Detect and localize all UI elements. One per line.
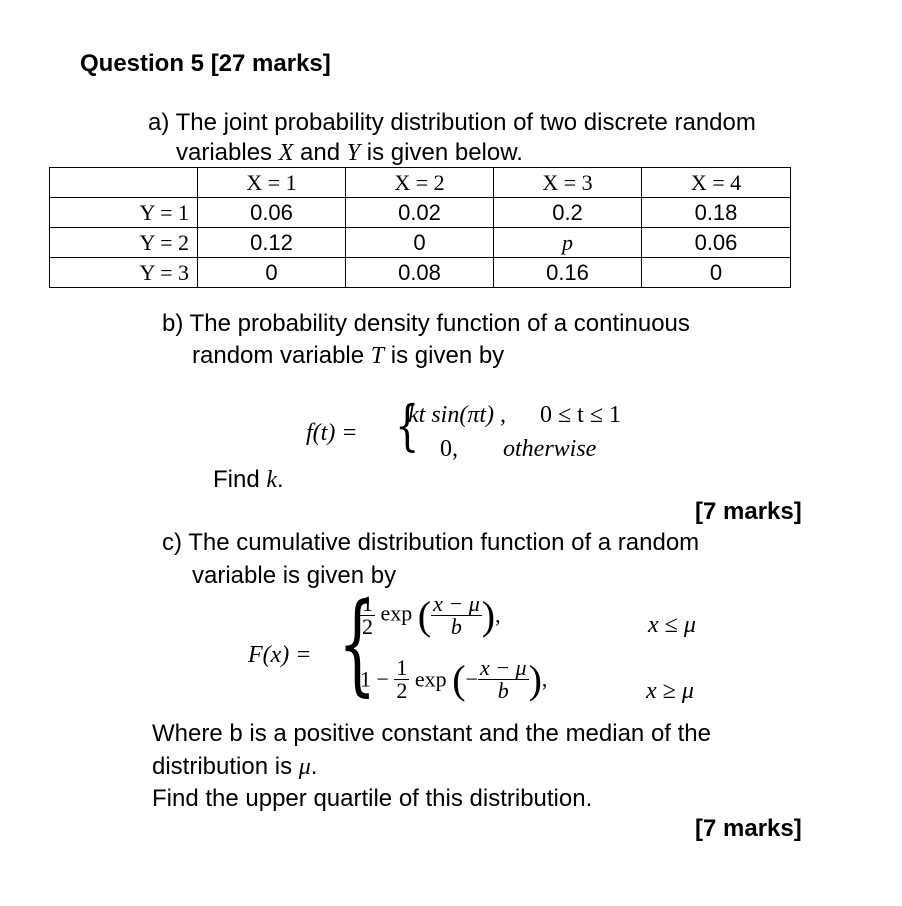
part-b-marks: [7 marks] (695, 498, 802, 525)
pdf-case1-cond: 0 ≤ t ≤ 1 (540, 402, 622, 428)
half-fraction-2: 1 2 (394, 655, 410, 703)
table-cell: 0.06 (197, 197, 346, 228)
table-row: Y = 3 0 0.08 0.16 0 (49, 257, 791, 288)
cdf-lhs: F(x) = (248, 642, 312, 668)
cdf-cond1: x ≤ μ (648, 612, 696, 638)
paren-close-2: ) (528, 657, 542, 702)
exponent-num-2: x − μ (477, 655, 529, 680)
one-minus: 1 − (360, 666, 389, 692)
half-num-2: 1 (394, 655, 410, 680)
neg-sign: − (465, 666, 478, 692)
table-row: Y = 2 0.12 0 p 0.06 (49, 227, 791, 258)
var-t: T (370, 343, 385, 369)
table-cell: 0.18 (641, 197, 791, 228)
table-header-cell: X = 2 (345, 167, 494, 198)
comma: , (495, 602, 501, 628)
table-cell: 0 (345, 227, 494, 258)
find-k-pre: Find (213, 466, 267, 493)
paren-open: ( (417, 593, 432, 638)
table-cell: p (493, 227, 642, 258)
var-mu: μ (298, 754, 311, 780)
where-line1: Where b is a positive constant and the m… (152, 720, 711, 747)
part-a-line2-mid: and (293, 139, 347, 166)
table-cell: 0.12 (197, 227, 346, 258)
pdf-case1-expr: kt sin(πt) , (408, 402, 507, 428)
where-line2-post: . (310, 753, 318, 780)
var-x: X (278, 140, 294, 166)
cdf-case2: 1 − 1 2 exp (− x − μ b ), (360, 656, 547, 703)
where-line2-pre: distribution is (152, 753, 299, 780)
table-row-label: Y = 3 (49, 257, 198, 288)
var-k: k (266, 467, 278, 493)
where-line2: distribution is μ. (152, 753, 317, 781)
cdf-brace-icon: { (338, 579, 377, 707)
part-a-line1: a) The joint probability distribution of… (148, 109, 756, 136)
joint-distribution-table: X = 1 X = 2 X = 3 X = 4 Y = 1 0.06 0.02 … (49, 167, 791, 288)
table-row-label: Y = 1 (49, 197, 198, 228)
table-header-cell: X = 4 (641, 167, 791, 198)
exponent-fraction: x − μ b (431, 593, 482, 638)
comma-2: , (541, 666, 548, 692)
pdf-lhs: f(t) = (306, 420, 358, 446)
find-k-post: . (277, 466, 284, 493)
part-b-line1: b) The probability density function of a… (162, 310, 690, 337)
table-header-cell: X = 1 (197, 167, 346, 198)
half-num: 1 (360, 591, 375, 616)
table-cell: 0.16 (493, 257, 642, 288)
exponent-num: x − μ (431, 591, 482, 616)
exp-label-2: exp (414, 666, 447, 692)
pdf-case2-cond: otherwise (503, 436, 597, 462)
table-row-label: Y = 2 (49, 227, 198, 258)
table-cell: 0 (641, 257, 791, 288)
var-y: Y (346, 140, 361, 166)
part-b-line2: random variable T is given by (192, 342, 504, 370)
table-cell: 0.2 (493, 197, 642, 228)
part-b-line2-pre: random variable (192, 342, 371, 369)
pdf-case2-expr: 0, (440, 436, 458, 462)
exponent-den: b (450, 614, 462, 639)
part-c-line2: variable is given by (192, 562, 397, 589)
table-cell: 0.08 (345, 257, 494, 288)
table-cell: 0.02 (345, 197, 494, 228)
table-cell: 0 (197, 257, 346, 288)
part-a-line2: variables X and Y is given below. (176, 139, 523, 167)
exponent-den-2: b (497, 678, 509, 703)
paren-open-2: ( (452, 657, 466, 702)
half-den-2: 2 (396, 678, 408, 703)
paren-close: ) (481, 593, 496, 638)
half-fraction: 1 2 (360, 593, 375, 638)
pdf-brace-icon: { (395, 394, 420, 457)
table-cell: 0.06 (641, 227, 791, 258)
table-header-cell: X = 3 (493, 167, 642, 198)
find-upper-quartile: Find the upper quartile of this distribu… (152, 785, 593, 812)
exponent-fraction-2: x − μ b (477, 655, 529, 703)
cdf-cond2: x ≥ μ (646, 678, 694, 704)
part-c-line1: c) The cumulative distribution function … (162, 529, 700, 556)
find-k: Find k. (213, 466, 284, 494)
part-b-line2-post: is given by (384, 342, 505, 369)
part-a-line2-post: is given below. (360, 139, 523, 166)
half-den: 2 (362, 614, 373, 639)
part-c-marks: [7 marks] (695, 815, 802, 842)
part-a-line2-pre: variables (176, 139, 279, 166)
cdf-case1: 1 2 exp ( x − μ b ), (360, 592, 501, 639)
table-row: Y = 1 0.06 0.02 0.2 0.18 (49, 197, 791, 228)
table-header-row: X = 1 X = 2 X = 3 X = 4 (49, 167, 791, 198)
exp-label: exp (380, 600, 413, 626)
question-title: Question 5 [27 marks] (80, 50, 331, 77)
table-header-cell (49, 167, 198, 198)
